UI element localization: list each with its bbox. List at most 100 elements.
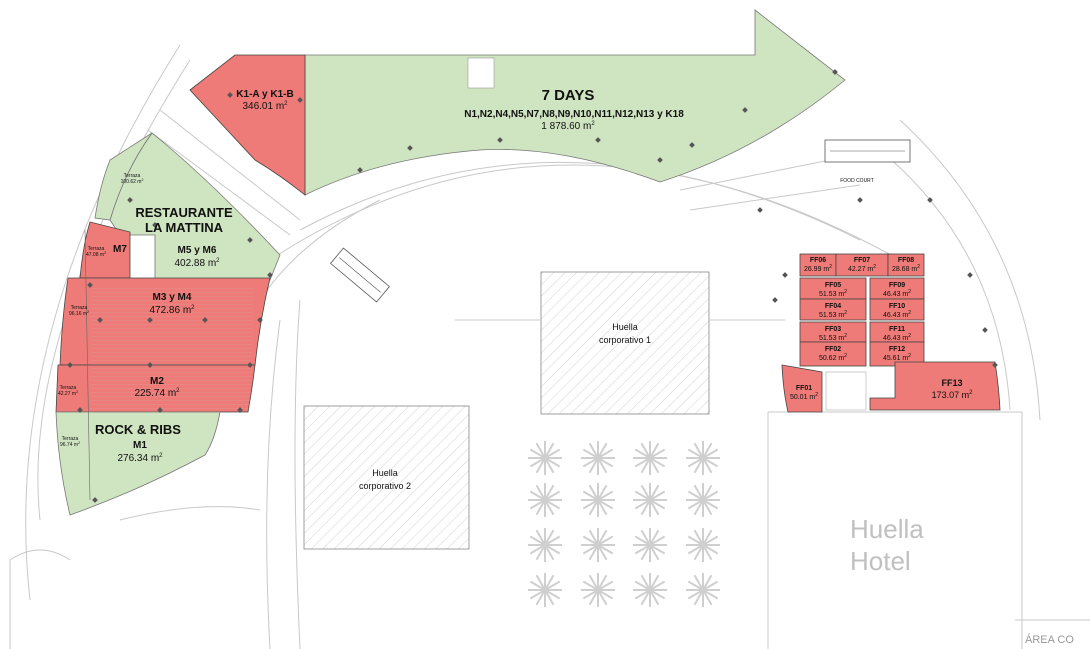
restaurante-title: RESTAURANTE: [135, 205, 233, 220]
m5-m6-area: 402.88 m2: [174, 258, 220, 269]
ff08[interactable]: [887, 253, 925, 277]
seven-days-area: 1 878.60 m2: [541, 121, 595, 132]
corporativo-1-subtitle: corporativo 1: [599, 335, 651, 345]
k1-block[interactable]: [189, 54, 306, 196]
palm-tree-icon: [686, 483, 720, 517]
corporativo-2-footprint: [303, 405, 470, 550]
palm-tree-icon: [528, 528, 562, 562]
terraza-1[interactable]: [94, 132, 153, 221]
k1-name: K1-A y K1-B: [236, 89, 293, 100]
corporativo-2-title: Huella: [372, 468, 398, 478]
ff06-name: FF06: [810, 257, 826, 264]
ff12-name: FF12: [889, 346, 905, 353]
ff13-name: FF13: [941, 378, 962, 388]
ff09-area: 46.43 m2: [883, 289, 911, 298]
seven-days-units: N1,N2,N4,N5,N7,N8,N9,N10,N11,N12,N13 y K…: [464, 109, 684, 120]
column-marker: [595, 137, 601, 143]
hotel-subtitle: Hotel: [850, 546, 911, 576]
column-marker: [237, 407, 243, 413]
ff02[interactable]: [799, 341, 867, 367]
column-marker: [497, 137, 503, 143]
ff05-area: 51.53 m2: [819, 289, 847, 298]
column-marker: [407, 145, 413, 151]
column-marker: [742, 107, 748, 113]
terraza-1-label: Terraza: [124, 173, 141, 179]
palm-tree-icon: [528, 573, 562, 607]
palm-tree-icon: [686, 573, 720, 607]
terraza-5-area: 96.74 m2: [60, 441, 80, 448]
column-marker: [87, 282, 93, 288]
column-marker: [247, 362, 253, 368]
palm-tree-icon: [528, 483, 562, 517]
column-marker: [67, 362, 73, 368]
column-marker: [927, 197, 933, 203]
ff03-name: FF03: [825, 326, 841, 333]
column-marker: [257, 317, 263, 323]
column-marker: [857, 197, 863, 203]
ff07-name: FF07: [854, 257, 870, 264]
food-court: [781, 139, 1001, 413]
column-marker: [157, 407, 163, 413]
site-lines: [9, 44, 1090, 649]
palm-tree-icon: [686, 528, 720, 562]
ff12-area: 45.61 m2: [883, 353, 911, 362]
ff13[interactable]: [869, 361, 1001, 411]
column-marker: [97, 317, 103, 323]
ff10-area: 46.43 m2: [883, 310, 911, 319]
palm-tree-icon: [633, 483, 667, 517]
rock-ribs-block[interactable]: [55, 411, 221, 516]
palm-tree-icon: [581, 483, 615, 517]
terraza-5-label: Terraza: [62, 436, 79, 442]
column-marker: [657, 157, 663, 163]
ff01-name: FF01: [796, 385, 812, 392]
m2-name: M2: [150, 376, 164, 387]
corporativo-2-subtitle: corporativo 2: [359, 481, 411, 491]
column-marker: [982, 327, 988, 333]
ff-labels: FF06 26.99 m2 FF07 42.27 m2 FF08 28.68 m…: [790, 257, 973, 401]
m7-name: M7: [113, 244, 127, 255]
terraza-2-area: 47.08 m2: [86, 251, 106, 258]
column-marker: [297, 97, 303, 103]
seven-days-block[interactable]: [304, 9, 846, 196]
m5-m6-name: M5 y M6: [178, 245, 217, 256]
structural-columns: [67, 69, 998, 503]
footer-area-label: ÁREA CO: [1025, 633, 1074, 646]
column-marker: [147, 362, 153, 368]
corporativo-1-title: Huella: [612, 322, 638, 332]
ff03-area: 51.53 m2: [819, 333, 847, 342]
column-marker: [77, 407, 83, 413]
column-marker: [967, 272, 973, 278]
column-marker: [92, 497, 98, 503]
ff08-area: 28.68 m2: [892, 264, 920, 273]
ff06-area: 26.99 m2: [804, 264, 832, 273]
ff02-area: 50.62 m2: [819, 353, 847, 362]
ff01[interactable]: [781, 364, 823, 413]
m1-name: M1: [133, 440, 147, 451]
ff10[interactable]: [869, 298, 925, 321]
palm-tree-icon: [686, 441, 720, 475]
palm-tree-icon: [581, 573, 615, 607]
hotel-title: Huella: [850, 514, 924, 544]
terraza-3-area: 96.16 m2: [69, 310, 89, 317]
m3-m4-name: M3 y M4: [153, 292, 192, 303]
column-marker: [772, 297, 778, 303]
palm-tree-icon: [581, 441, 615, 475]
palm-tree-icon: [528, 441, 562, 475]
ff09-name: FF09: [889, 282, 905, 289]
m1-area: 276.34 m2: [117, 453, 163, 464]
terraza-2-label: Terraza: [88, 246, 105, 252]
seven-days-title: 7 DAYS: [542, 87, 595, 104]
palm-tree-icon: [633, 573, 667, 607]
palm-tree-icon: [581, 528, 615, 562]
column-marker: [202, 317, 208, 323]
column-marker: [757, 207, 763, 213]
column-marker: [247, 237, 253, 243]
terraza-3-label: Terraza: [71, 305, 88, 311]
column-marker: [992, 362, 998, 368]
ff05-name: FF05: [825, 282, 841, 289]
column-marker: [127, 197, 133, 203]
ff04[interactable]: [799, 298, 867, 321]
terraza-4-area: 42.27 m2: [58, 390, 78, 397]
ff13-area: 173.07 m2: [932, 390, 974, 400]
